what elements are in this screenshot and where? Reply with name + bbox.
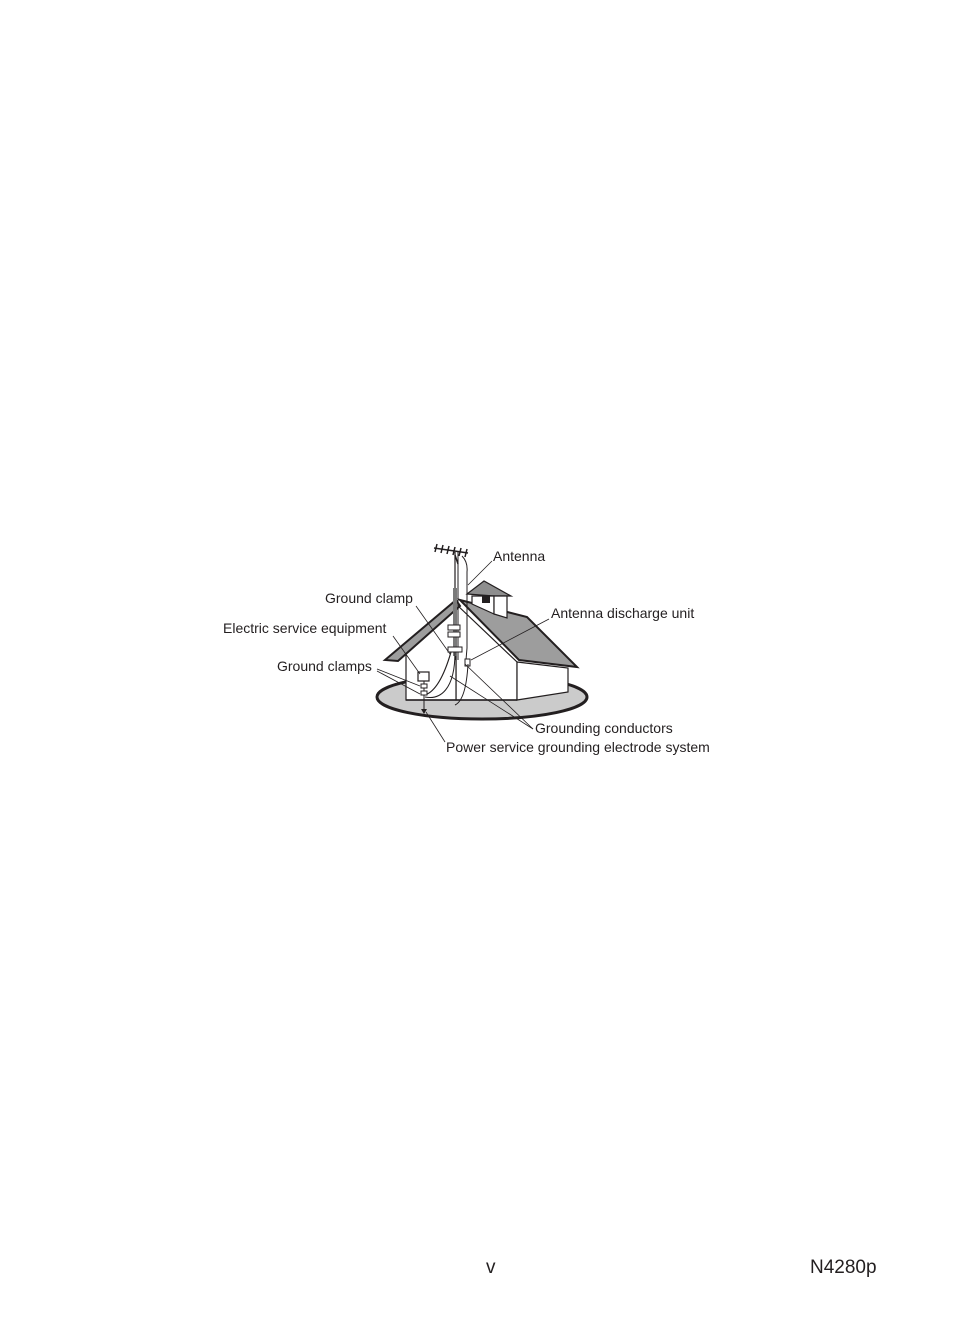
label-electric-service-equipment: Electric service equipment: [223, 620, 387, 636]
house-right-wall: [516, 661, 569, 701]
model-number: N4280p: [810, 1257, 877, 1278]
ground-arrow: [421, 709, 427, 714]
leader-lines: [376, 560, 550, 743]
antenna-icon: [433, 543, 469, 565]
label-antenna-discharge-unit: Antenna discharge unit: [551, 605, 695, 621]
dormer-side: [493, 595, 508, 619]
dormer-window: [482, 595, 490, 603]
dormer-roof: [465, 580, 514, 597]
label-power-service-grounding: Power service grounding electrode system: [446, 739, 710, 755]
label-antenna: Antenna: [493, 548, 546, 564]
label-grounding-conductors: Grounding conductors: [535, 720, 673, 736]
page-number: v: [486, 1257, 496, 1278]
label-ground-clamps: Ground clamps: [277, 658, 372, 674]
house-roof-left: [382, 598, 462, 663]
ground-clamp-mast: [447, 624, 461, 631]
label-ground-clamp: Ground clamp: [325, 590, 413, 606]
